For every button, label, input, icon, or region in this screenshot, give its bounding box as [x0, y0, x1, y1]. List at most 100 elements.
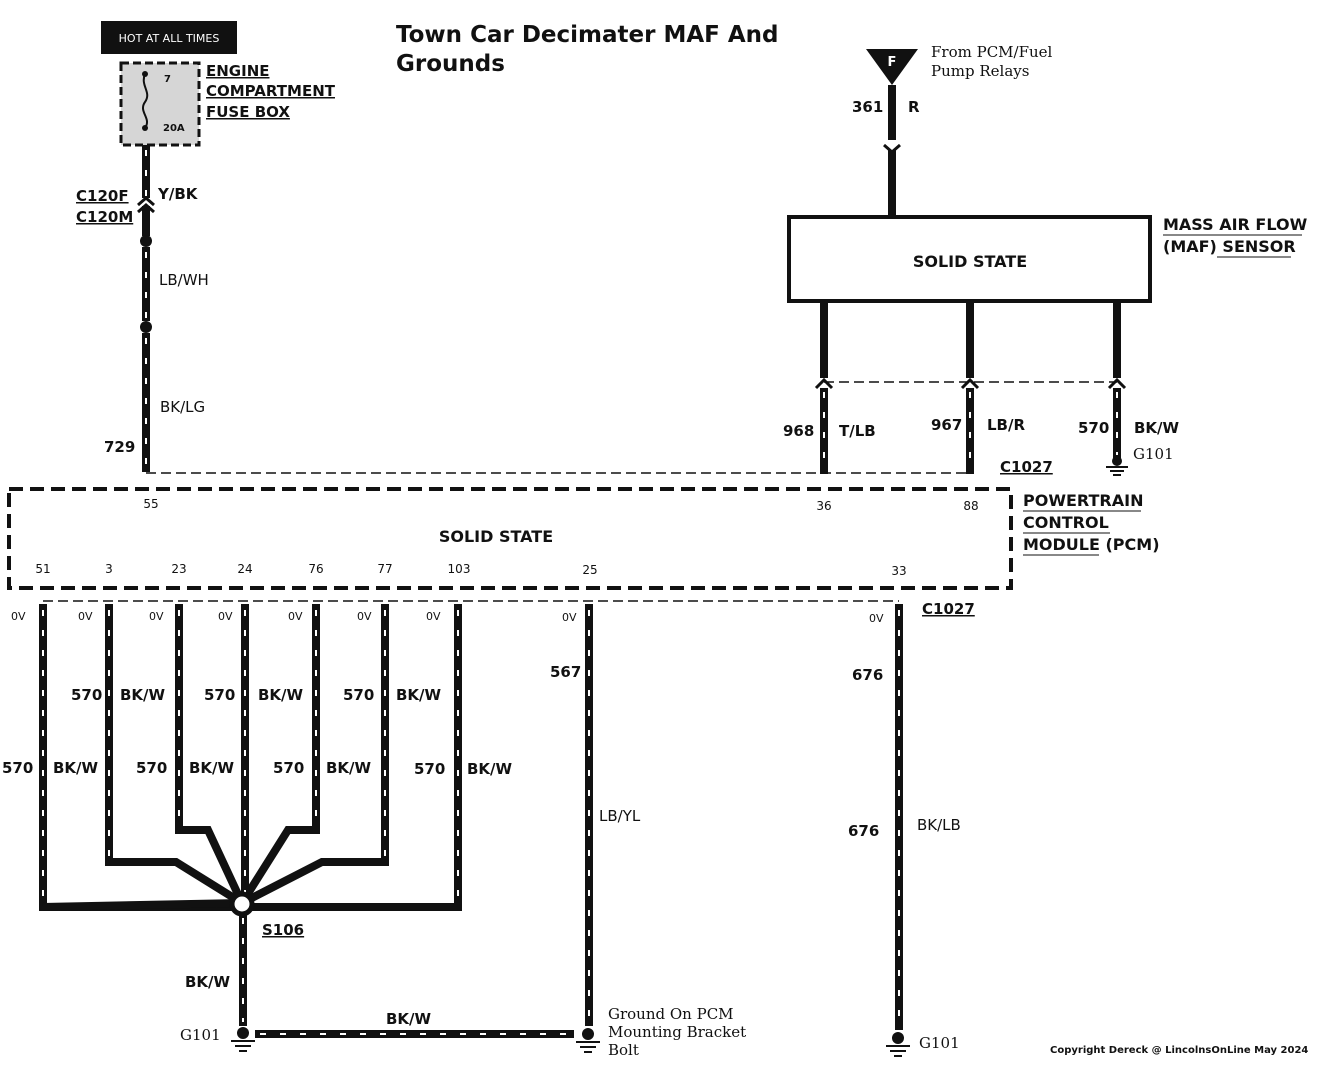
fuse-box-name-line1: ENGINE — [206, 62, 270, 80]
pcm-box — [7, 487, 1013, 590]
ground-symbol-maf-icon — [1106, 456, 1128, 476]
voltage-pin-76: 0V — [288, 610, 303, 623]
pcm-pin-3: 3 — [105, 562, 113, 576]
voltage-pin-23: 0V — [149, 610, 164, 623]
fuse-element-icon — [142, 73, 149, 129]
fuse-f-triangle-icon — [866, 49, 918, 85]
connector-c120f-label: C120F — [76, 187, 129, 205]
wire-361-color: R — [908, 98, 920, 116]
ground-g101-left-label: G101 — [180, 1026, 221, 1044]
voltage-pin-77: 0V — [357, 610, 372, 623]
pcm-ground-line3: Bolt — [608, 1041, 639, 1059]
diagram-title-line1: Town Car Decimater MAF And — [396, 22, 779, 48]
ground-symbol-g101-left-icon — [231, 1027, 255, 1052]
harness-circuit-pin51: 570 — [2, 759, 33, 777]
ground-symbol-pcm-bracket-icon — [576, 1028, 600, 1053]
pcm-pin-103: 103 — [448, 562, 471, 576]
maf-wire2-circuit: 967 — [931, 416, 962, 434]
harness-circuit-pin24: 570 — [204, 686, 235, 704]
voltage-pin-24: 0V — [218, 610, 233, 623]
harness-color-pin103: BK/W — [467, 760, 513, 778]
maf-wire3-color: BK/W — [1134, 419, 1180, 437]
connector-968-icon — [814, 377, 834, 390]
wire-567-color: LB/YL — [599, 807, 641, 825]
harness-circuit-pin103: 570 — [414, 760, 445, 778]
pcm-pin-55: 55 — [143, 497, 158, 511]
wire-y-bk-color: Y/BK — [157, 185, 199, 203]
circuit-676-label-upper: 676 — [852, 666, 883, 684]
pcm-solid-state-label: SOLID STATE — [439, 527, 553, 546]
connector-c1027-top-label: C1027 — [1000, 458, 1053, 476]
maf-sensor-box — [787, 215, 1152, 303]
harness-circuit-pin23: 570 — [136, 759, 167, 777]
bottom-wire-color: BK/W — [386, 1010, 432, 1028]
voltage-pin-51: 0V — [11, 610, 26, 623]
voltage-pin-3: 0V — [78, 610, 93, 623]
maf-name-line1: MASS AIR FLOW — [1163, 215, 1308, 234]
connector-570-maf-icon — [1107, 377, 1127, 390]
pcm-name-line1: POWERTRAIN — [1023, 491, 1143, 510]
splice-dot-upper — [140, 235, 152, 247]
pcm-ground-line2: Mounting Bracket — [608, 1023, 746, 1041]
harness-color-pin24: BK/W — [258, 686, 304, 704]
wire-570-pin76 — [238, 604, 320, 906]
fuse-terminal-top — [142, 71, 148, 77]
pcm-ground-line1: Ground On PCM — [608, 1005, 734, 1023]
maf-wire3-circuit: 570 — [1078, 419, 1109, 437]
harness-circuit-pin76: 570 — [273, 759, 304, 777]
copyright-text: Copyright Dereck @ LincolnsOnLine May 20… — [1050, 1045, 1308, 1056]
pcm-pin-33: 33 — [891, 564, 906, 578]
hot-at-all-times-label: HOT AT ALL TIMES — [119, 32, 220, 45]
circuit-729-label: 729 — [104, 438, 135, 456]
power-feed-from-line1: From PCM/Fuel — [931, 43, 1053, 61]
fuse-box-name-line3: FUSE BOX — [206, 103, 290, 121]
maf-solid-state-label: SOLID STATE — [913, 252, 1027, 271]
pcm-name-line3: MODULE (PCM) — [1023, 535, 1160, 554]
harness-color-pin23: BK/W — [189, 759, 235, 777]
wire-570-left-merge — [42, 899, 243, 911]
splice-dot-lower — [140, 321, 152, 333]
voltage-pin-33: 0V — [869, 612, 884, 625]
power-feed-from-line2: Pump Relays — [931, 62, 1029, 80]
pcm-pin-23: 23 — [171, 562, 186, 576]
wire-lb-wh-color: LB/WH — [159, 271, 209, 289]
voltage-pin-103: 0V — [426, 610, 441, 623]
fuse-terminal-bottom — [142, 125, 148, 131]
connector-c1027-bottom-label: C1027 — [922, 600, 975, 618]
maf-wire1-color: T/LB — [839, 422, 876, 440]
harness-circuit-pin77: 570 — [343, 686, 374, 704]
maf-name-line2: (MAF) SENSOR — [1163, 237, 1296, 256]
connector-c120m-label: C120M — [76, 208, 133, 226]
pcm-pin-25: 25 — [582, 563, 597, 577]
splice-wire-color: BK/W — [185, 973, 231, 991]
connector-967-icon — [960, 377, 980, 390]
splice-s106-label: S106 — [262, 921, 304, 939]
harness-color-pin51: BK/W — [53, 759, 99, 777]
connector-c120-male-icon — [137, 203, 155, 214]
circuit-361-label: 361 — [852, 98, 883, 116]
maf-wire2-color: LB/R — [987, 416, 1025, 434]
hot-at-all-times-banner — [101, 21, 237, 54]
fuse-rating: 20A — [163, 123, 185, 134]
fuse-box-outline — [119, 61, 201, 147]
fuse-box-name-line2: COMPARTMENT — [206, 82, 336, 100]
fuse-f-letter: F — [888, 55, 897, 70]
maf-wire1-circuit: 968 — [783, 422, 814, 440]
pcm-name-line2: CONTROL — [1023, 513, 1109, 532]
diagram-title-line2: Grounds — [396, 51, 505, 77]
wire-676-color: BK/LB — [917, 816, 961, 834]
pcm-pin-88: 88 — [963, 499, 978, 513]
ground-symbol-g101-right-icon — [886, 1032, 910, 1057]
circuit-676-label-lower: 676 — [848, 822, 879, 840]
maf-ground-label: G101 — [1133, 445, 1174, 463]
wire-bk-lg-color: BK/LG — [160, 398, 205, 416]
harness-color-pin3: BK/W — [120, 686, 166, 704]
fuse-number: 7 — [164, 74, 171, 85]
voltage-pin-25: 0V — [562, 611, 577, 624]
harness-color-pin77: BK/W — [396, 686, 442, 704]
pcm-pin-77: 77 — [377, 562, 392, 576]
harness-circuit-pin3: 570 — [71, 686, 102, 704]
splice-s106-icon — [229, 891, 255, 917]
harness-color-pin76: BK/W — [326, 759, 372, 777]
